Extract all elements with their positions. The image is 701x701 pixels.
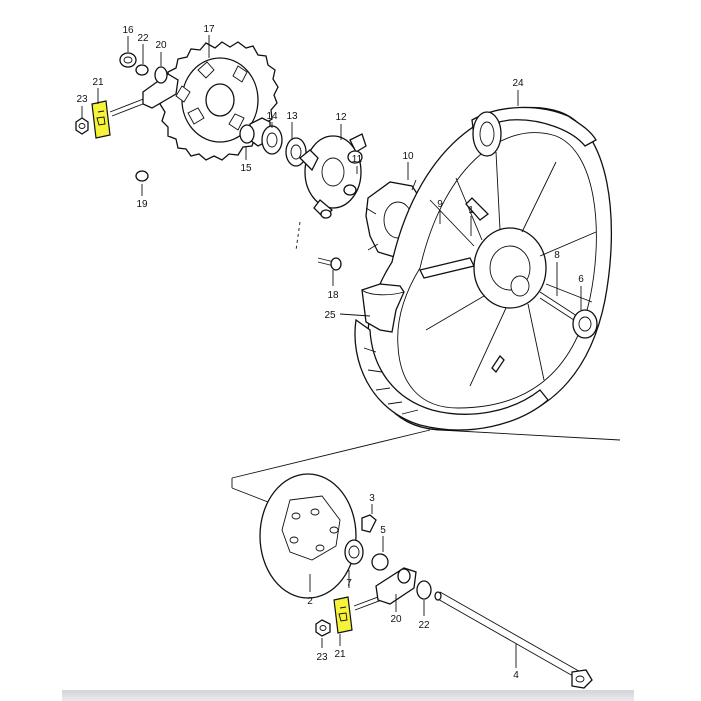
callout-9: 9 [437,199,443,210]
rear-sprocket [159,41,279,161]
highlight-part-21-lower [333,596,353,634]
callout-19: 19 [136,199,148,210]
upper-leader-lines [81,35,582,317]
callout-4: 4 [513,670,519,681]
callout-10: 10 [402,151,414,162]
callout-15: 15 [240,163,252,174]
callout-3: 3 [369,493,375,504]
callout-14: 14 [266,111,278,122]
callout-16: 16 [122,25,134,36]
callout-8: 8 [554,250,560,261]
callout-20: 20 [155,40,167,51]
footer-bar [62,690,634,701]
callout-23-upper: 23 [76,94,88,105]
callout-24: 24 [512,78,524,89]
front-wheel-rim [367,106,612,431]
callout-1: 1 [468,205,474,216]
callout-21-lower: 21 [334,649,346,660]
sprocket-mounting-bolts [75,52,179,182]
tire [354,283,549,431]
callout-12: 12 [335,112,347,123]
callout-23-lower: 23 [316,652,328,663]
callout-18: 18 [327,290,339,301]
axle [434,591,593,689]
brake-hardware [315,514,432,637]
callout-20-lower: 20 [390,614,402,625]
highlight-part-21-lower-detail [338,606,348,622]
callout-22: 22 [137,33,149,44]
brake-disc [259,473,357,599]
callout-25: 25 [324,310,336,321]
callout-2: 2 [307,596,313,607]
lower-leader-lines [309,504,517,668]
highlight-part-21-upper-detail [96,110,106,126]
callout-labels: 16 22 20 17 21 23 14 13 12 15 11 10 9 19… [76,24,584,681]
callout-13: 13 [286,111,298,122]
callout-5: 5 [380,525,386,536]
callout-11: 11 [352,154,363,165]
highlight-part-21-upper [91,100,111,139]
callout-6: 6 [578,274,584,285]
callout-17: 17 [203,24,215,35]
callout-22-lower: 22 [418,620,430,631]
callout-7: 7 [346,578,352,589]
callout-21-upper: 21 [92,77,104,88]
